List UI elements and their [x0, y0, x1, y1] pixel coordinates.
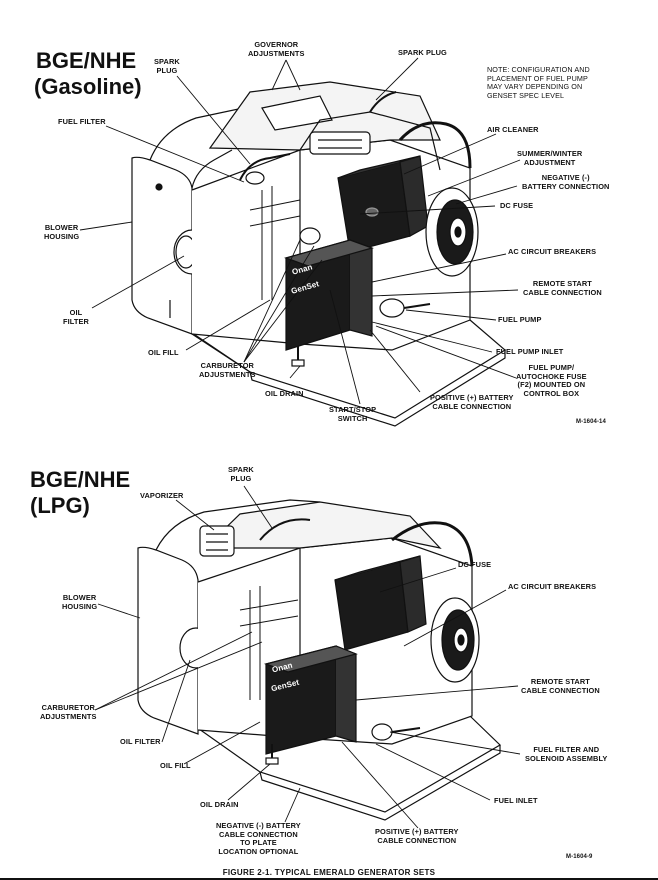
- label-negative-battery-cable-connection: NEGATIVE (-) BATTERY CABLE CONNECTION TO…: [216, 821, 301, 856]
- gasoline-genset-drawing: [131, 81, 507, 427]
- label-start-stop-switch: START/STOP SWITCH: [329, 405, 377, 423]
- label-fuel-pump-autochoke-fuse: FUEL PUMP/ AUTOCHOKE FUSE (F2) MOUNTED O…: [516, 363, 587, 398]
- label-fuel-filter-solenoid-assembly: FUEL FILTER AND SOLENOID ASSEMBLY: [525, 745, 608, 763]
- gasoline-leader-lines: [79, 57, 521, 405]
- label-fuel-pump: FUEL PUMP: [498, 315, 542, 324]
- label-positive-battery-cable-connection: POSITIVE (+) BATTERY CABLE CONNECTION: [430, 393, 514, 411]
- label-blower-housing: BLOWER HOUSING: [44, 223, 80, 241]
- label-lpg-dc-fuse: DC FUSE: [458, 560, 492, 569]
- label-lpg-oil-fill: OIL FILL: [160, 761, 191, 770]
- lpg-subtitle: (LPG): [30, 493, 90, 518]
- label-vaporizer: VAPORIZER: [140, 491, 184, 500]
- label-carburetor-adjustments: CARBURETOR ADJUSTMENTS: [199, 361, 256, 379]
- label-governor-adjustments: GOVERNOR ADJUSTMENTS: [248, 40, 305, 58]
- label-lpg-blower-housing: BLOWER HOUSING: [62, 593, 98, 611]
- label-remote-start-cable-connection: REMOTE START CABLE CONNECTION: [523, 279, 602, 297]
- label-lpg-spark-plug: SPARK PLUG: [228, 465, 254, 483]
- label-lpg-positive-battery-cable-connection: POSITIVE (+) BATTERY CABLE CONNECTION: [375, 827, 459, 845]
- label-spark-plug-right: SPARK PLUG: [398, 48, 447, 57]
- label-fuel-pump-inlet: FUEL PUMP INLET: [496, 347, 564, 356]
- label-lpg-ac-circuit-breakers: AC CIRCUIT BREAKERS: [508, 582, 597, 591]
- label-summer-winter-adjustment: SUMMER/WINTER ADJUSTMENT: [517, 149, 583, 167]
- label-oil-filter: OIL FILTER: [63, 308, 89, 326]
- drawing-code-top: M-1604-14: [576, 419, 606, 425]
- label-spark-plug-left: SPARK PLUG: [154, 57, 180, 75]
- drawing-code-bottom: M-1604-9: [566, 854, 593, 860]
- label-negative-battery-connection: NEGATIVE (-) BATTERY CONNECTION: [522, 173, 610, 191]
- label-ac-circuit-breakers: AC CIRCUIT BREAKERS: [508, 247, 597, 256]
- label-fuel-filter: FUEL FILTER: [58, 117, 106, 126]
- label-oil-drain: OIL DRAIN: [265, 389, 304, 398]
- label-dc-fuse: DC FUSE: [500, 201, 534, 210]
- label-lpg-oil-filter: OIL FILTER: [120, 737, 161, 746]
- lpg-title: BGE/NHE: [30, 467, 131, 492]
- label-lpg-carburetor-adjustments: CARBURETOR ADJUSTMENTS: [40, 703, 97, 721]
- lpg-genset-drawing: [137, 499, 501, 821]
- label-lpg-remote-start-cable-connection: REMOTE START CABLE CONNECTION: [521, 677, 600, 695]
- label-air-cleaner: AIR CLEANER: [487, 125, 539, 134]
- gasoline-subtitle: (Gasoline): [34, 74, 142, 99]
- label-oil-fill: OIL FILL: [148, 348, 179, 357]
- label-lpg-oil-drain: OIL DRAIN: [200, 800, 239, 809]
- figure-caption: FIGURE 2-1. TYPICAL EMERALD GENERATOR SE…: [222, 868, 436, 877]
- config-note: NOTE: CONFIGURATION AND PLACEMENT OF FUE…: [487, 65, 590, 100]
- lpg-leader-lines: [94, 485, 521, 829]
- label-fuel-inlet: FUEL INLET: [494, 796, 538, 805]
- gasoline-title: BGE/NHE: [36, 48, 137, 73]
